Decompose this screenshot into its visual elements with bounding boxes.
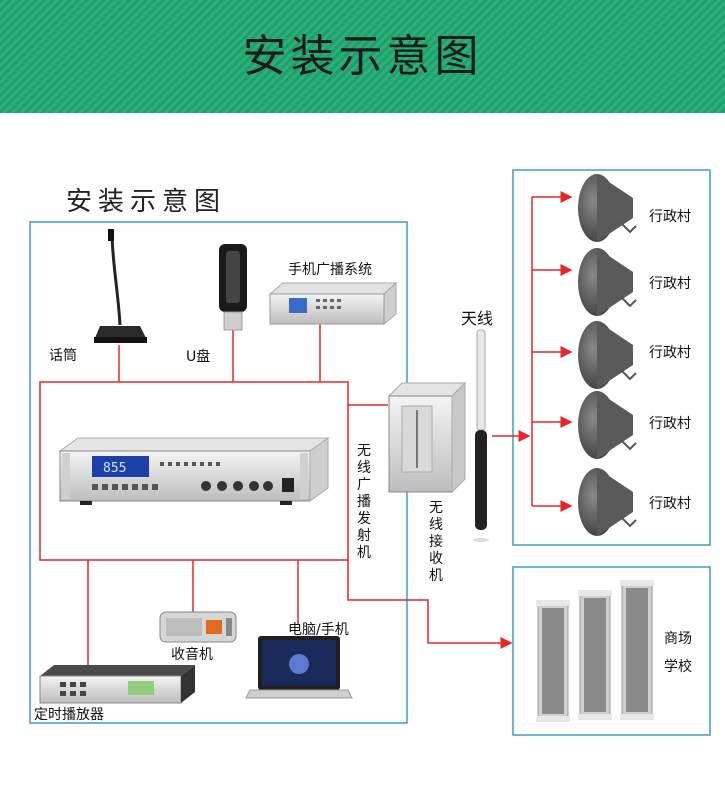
column-speaker-label-mall: 商场 bbox=[664, 631, 692, 647]
village-label-3: 行政村 bbox=[649, 345, 691, 361]
antenna-image bbox=[473, 329, 489, 542]
diagram-title: 安装示意图 bbox=[66, 187, 227, 217]
horn-speaker-1 bbox=[578, 174, 637, 242]
banner-title: 安装示意图 bbox=[242, 31, 483, 82]
timer-player-image bbox=[39, 665, 195, 704]
column-speaker-2 bbox=[578, 590, 612, 720]
column-speaker-3 bbox=[620, 580, 654, 720]
transmitter-label: 无线广播发射机 bbox=[357, 443, 371, 561]
phone-broadcast-image bbox=[268, 281, 398, 326]
column-speakers-frame bbox=[512, 566, 711, 736]
antenna-label: 天线 bbox=[461, 309, 494, 328]
column-speaker-1 bbox=[536, 600, 570, 722]
title-banner: 安装示意图 bbox=[0, 0, 725, 113]
usb-drive-label: U盘 bbox=[186, 349, 211, 365]
village-label-1: 行政村 bbox=[649, 209, 691, 225]
usb-drive-image bbox=[219, 244, 247, 331]
microphone-image bbox=[94, 229, 147, 343]
computer-label: 电脑/手机 bbox=[288, 622, 349, 638]
radio-label: 收音机 bbox=[171, 647, 213, 663]
horn-speaker-5 bbox=[578, 468, 637, 536]
village-speakers-frame bbox=[512, 169, 711, 546]
village-label-2: 行政村 bbox=[649, 276, 691, 292]
phone-broadcast-label: 手机广播系统 bbox=[288, 262, 372, 278]
receiver-label: 无线接收机 bbox=[429, 500, 443, 584]
village-label-5: 行政村 bbox=[649, 496, 691, 512]
amplifier-image: 855 bbox=[58, 437, 330, 505]
horn-speaker-2 bbox=[578, 248, 637, 316]
column-speaker-label-school: 学校 bbox=[664, 659, 692, 675]
microphone-label: 话筒 bbox=[49, 348, 77, 364]
horn-speaker-3 bbox=[578, 321, 637, 389]
timer-player-label: 定时播放器 bbox=[34, 707, 104, 723]
wiring bbox=[39, 191, 573, 672]
receiver-image bbox=[387, 381, 467, 494]
svg-text:855: 855 bbox=[103, 461, 126, 476]
laptop-image bbox=[245, 636, 353, 699]
horn-speaker-4 bbox=[578, 391, 637, 459]
village-label-4: 行政村 bbox=[649, 416, 691, 432]
radio-image bbox=[159, 611, 237, 643]
